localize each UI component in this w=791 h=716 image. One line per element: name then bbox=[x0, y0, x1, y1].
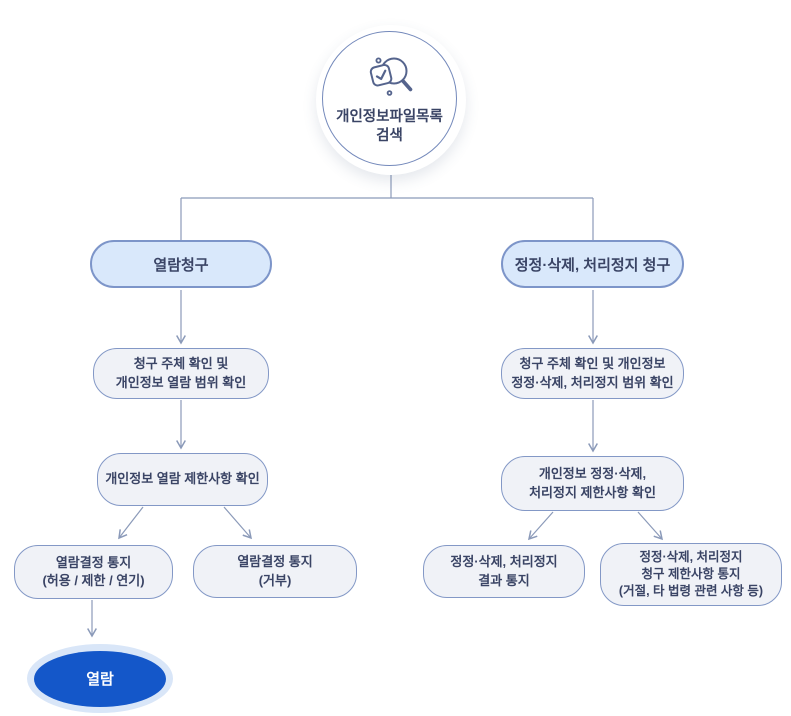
left-step1-line2: 개인정보 열람 범위 확인 bbox=[115, 374, 247, 390]
right-step2-line1: 개인정보 정정·삭제, bbox=[538, 466, 647, 482]
final-node-halo: 열람 bbox=[27, 644, 173, 713]
left-step1-box: 청구 주체 확인 및 개인정보 열람 범위 확인 bbox=[93, 348, 269, 399]
right-result2-line3: (거절, 타 법령 관련 사항 등) bbox=[618, 583, 764, 598]
right-step2-box: 개인정보 정정·삭제, 처리정지 제한사항 확인 bbox=[501, 456, 684, 511]
left-result1-line1: 열람결정 통지 bbox=[55, 554, 132, 570]
right-step1-line2: 정정·삭제, 처리정지 범위 확인 bbox=[511, 374, 674, 390]
search-check-icon bbox=[364, 53, 416, 104]
right-result1-line1: 정정·삭제, 처리정지 bbox=[450, 554, 558, 570]
root-label-line1: 개인정보파일목록 bbox=[336, 109, 443, 126]
left-result2-line2: (거부) bbox=[258, 572, 292, 588]
root-node-ring: 개인정보파일목록 검색 bbox=[322, 31, 457, 166]
right-step1-line1: 청구 주체 확인 및 개인정보 bbox=[519, 356, 666, 372]
final-node: 열람 bbox=[34, 650, 166, 707]
right-step2-line2: 처리정지 제한사항 확인 bbox=[529, 484, 656, 500]
final-node-label: 열람 bbox=[86, 671, 114, 688]
left-result2-box: 열람결정 통지 (거부) bbox=[193, 545, 357, 598]
right-result1-line2: 결과 통지 bbox=[478, 572, 530, 588]
root-node-label: 개인정보파일목록 검색 bbox=[336, 108, 443, 146]
right-branch-header-label: 정정·삭제, 처리정지 청구 bbox=[514, 256, 671, 274]
left-result1-box: 열람결정 통지 (허용 / 제한 / 연기) bbox=[14, 545, 173, 599]
right-branch-header: 정정·삭제, 처리정지 청구 bbox=[501, 240, 684, 288]
left-branch-header: 열람청구 bbox=[90, 240, 272, 288]
left-step2-line1: 개인정보 열람 제한사항 확인 bbox=[105, 471, 260, 487]
left-result2-line1: 열람결정 통지 bbox=[237, 554, 313, 570]
right-step1-box: 청구 주체 확인 및 개인정보 정정·삭제, 처리정지 범위 확인 bbox=[501, 348, 684, 399]
left-branch-header-label: 열람청구 bbox=[153, 256, 209, 274]
root-node: 개인정보파일목록 검색 bbox=[316, 25, 466, 175]
right-result2-box: 정정·삭제, 처리정지 청구 제한사항 통지 (거절, 타 법령 관련 사항 등… bbox=[600, 543, 782, 606]
left-step2-box: 개인정보 열람 제한사항 확인 bbox=[97, 453, 268, 506]
left-step1-line1: 청구 주체 확인 및 bbox=[133, 356, 229, 372]
right-result2-line2: 청구 제한사항 통지 bbox=[641, 567, 741, 582]
right-result1-box: 정정·삭제, 처리정지 결과 통지 bbox=[423, 545, 585, 598]
left-result1-line2: (허용 / 제한 / 연기) bbox=[42, 573, 145, 588]
right-result2-line1: 정정·삭제, 처리정지 bbox=[639, 550, 743, 565]
root-label-line2: 검색 bbox=[376, 128, 403, 144]
